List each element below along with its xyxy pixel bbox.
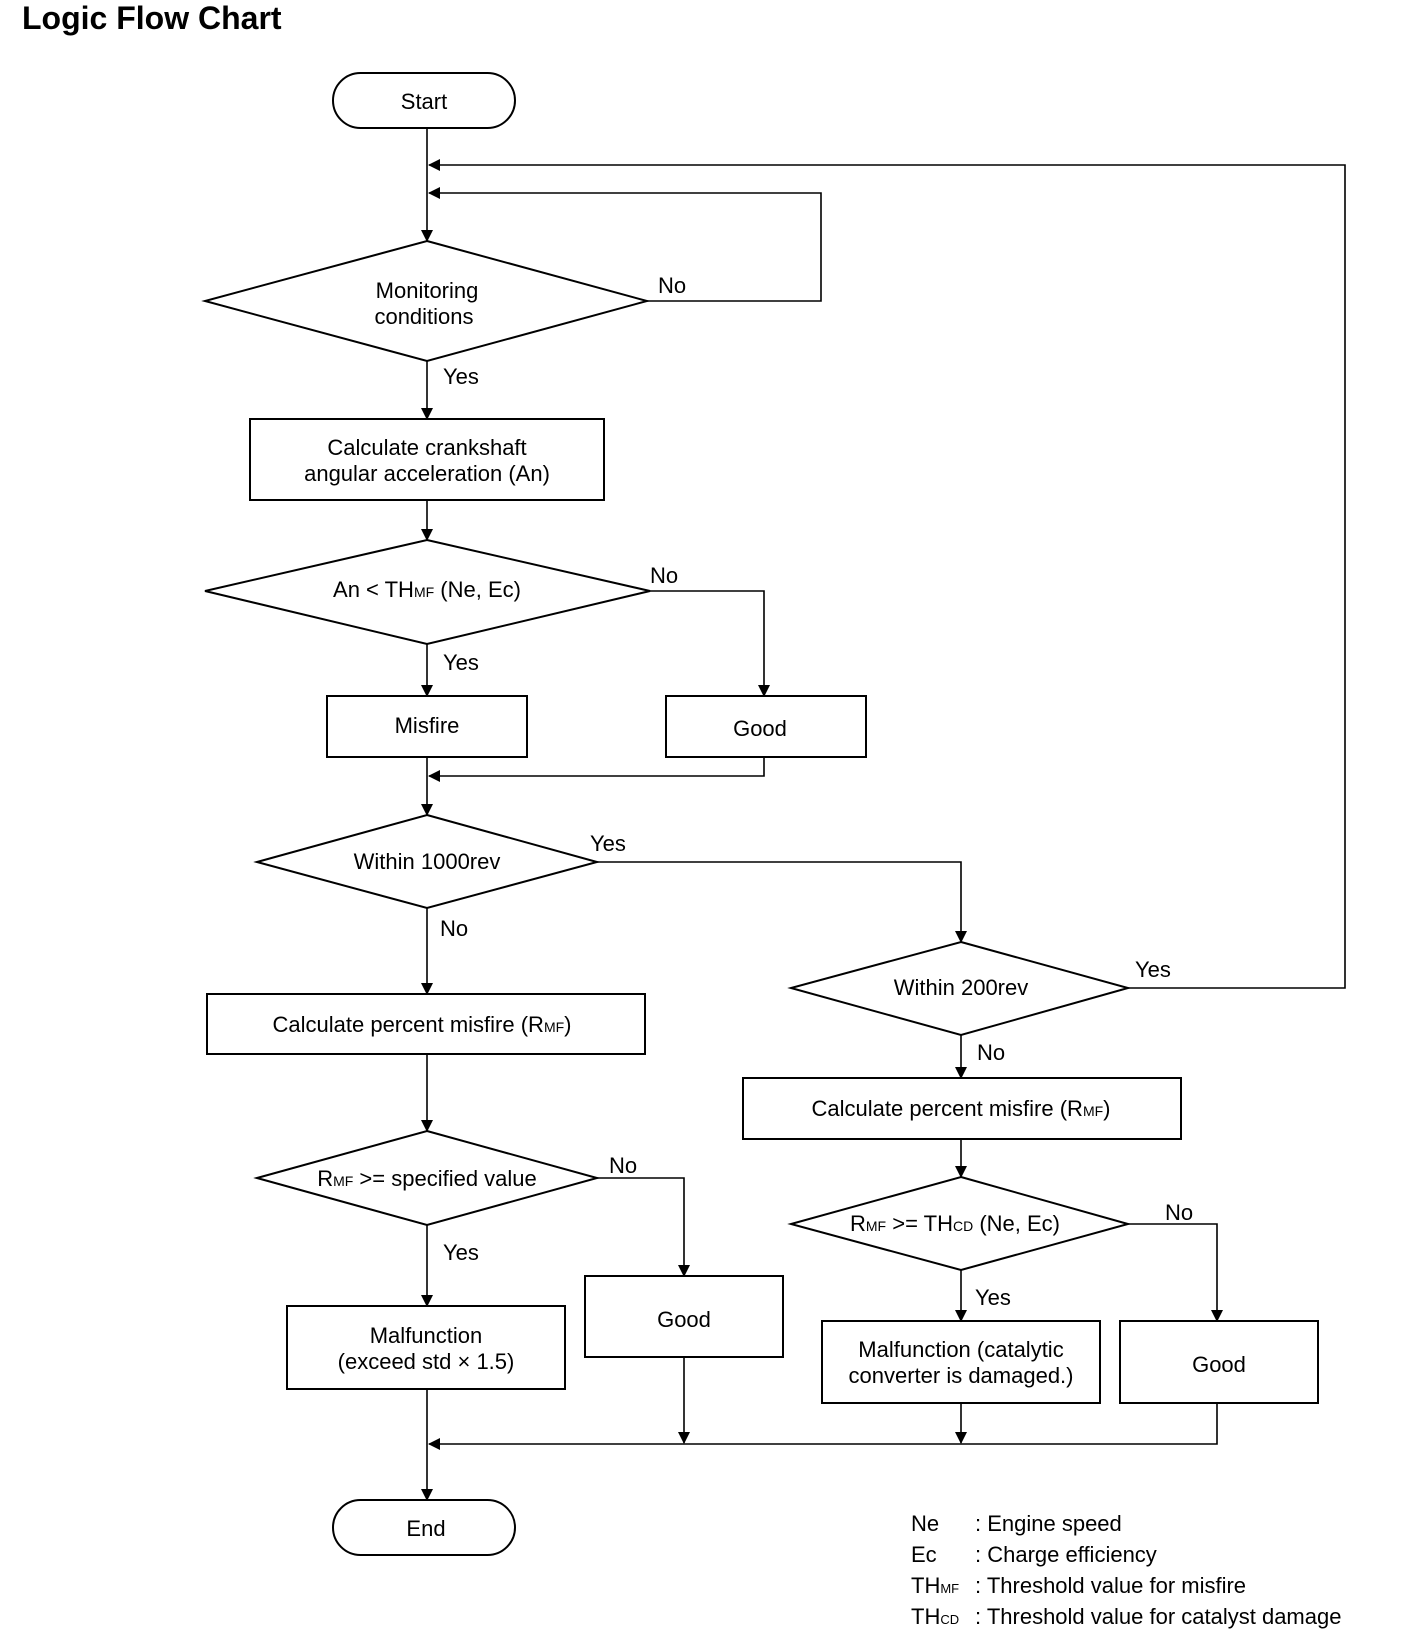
edge-good1-merge: [428, 757, 765, 782]
good-label-3: Good: [1192, 1352, 1246, 1377]
calc-acceleration-box: [249, 418, 605, 501]
edge-monitoring-no-loop: [428, 187, 822, 302]
legend-abbr-text: Ec: [911, 1542, 937, 1567]
edge-within1000-yes: [597, 861, 967, 943]
rmf-spec-text: >= specified value: [353, 1166, 536, 1191]
legend-row: THCD: Threshold value for catalyst damag…: [911, 1603, 1341, 1634]
rmf-thcd-r: R: [850, 1211, 866, 1236]
within-1000rev-decision: [253, 813, 601, 910]
rmf-specified-decision: [253, 1129, 601, 1227]
an-threshold-text: An < TH: [333, 577, 414, 602]
edge-good3-merge: [428, 1403, 1218, 1450]
legend-abbr: Ec: [911, 1541, 975, 1572]
rmf-spec-r: R: [317, 1166, 333, 1191]
legend-abbr-text: TH: [911, 1604, 941, 1629]
monitoring-label-line2: conditions: [374, 304, 473, 329]
legend-desc: : Charge efficiency: [975, 1542, 1157, 1567]
legend-desc: : Engine speed: [975, 1511, 1122, 1536]
edge-label-within200-yes: Yes: [1135, 957, 1171, 982]
calc-left-text: Calculate percent misfire (R: [273, 1012, 544, 1037]
an-threshold-sub: MF: [414, 584, 434, 600]
monitoring-label-line1: Monitoring: [376, 278, 479, 303]
good-box-2: [584, 1275, 784, 1358]
legend-abbr: Ne: [911, 1510, 975, 1541]
calc-percent-misfire-left-label: Calculate percent misfire (RMF): [273, 1012, 572, 1037]
legend-abbr-sub: MF: [940, 1581, 960, 1596]
legend-abbr-text: Ne: [911, 1511, 940, 1536]
malfunction-box-1: [286, 1305, 566, 1390]
legend-row: THMF: Threshold value for misfire: [911, 1572, 1341, 1603]
start-label: Start: [401, 89, 447, 114]
monitoring-decision: [201, 239, 651, 363]
rmf-thcd-sub: MF: [866, 1218, 886, 1234]
legend-desc: : Threshold value for catalyst damage: [975, 1604, 1342, 1629]
calc-right-sub: MF: [1083, 1103, 1103, 1119]
within-200rev-decision: [787, 940, 1132, 1037]
edge-label-monitoring-yes: Yes: [443, 364, 479, 389]
calc-right-close: ): [1103, 1096, 1110, 1121]
page-title: Logic Flow Chart: [22, 0, 282, 36]
good-label-1: Good: [733, 716, 787, 741]
end-terminal: [332, 1499, 516, 1556]
malfunction-2-line1: Malfunction (catalytic: [858, 1337, 1063, 1362]
calc-acceleration-line2: angular acceleration (An): [304, 461, 550, 486]
calc-right-text: Calculate percent misfire (R: [812, 1096, 1083, 1121]
misfire-label: Misfire: [395, 713, 460, 738]
legend: Ne : Engine speed Ec : Charge efficiency T…: [911, 1510, 1341, 1634]
start-terminal: [332, 72, 516, 129]
edge-label-within200-no: No: [977, 1040, 1005, 1065]
edge-label-an-no: No: [650, 563, 678, 588]
edge-within200-yes-loop: [428, 159, 1346, 989]
edge-label-within1000-yes: Yes: [590, 831, 626, 856]
malfunction-1-line1: Malfunction: [370, 1323, 483, 1348]
calc-percent-misfire-left-box: [206, 993, 646, 1055]
legend-abbr: THCD: [911, 1603, 975, 1634]
legend-row: Ne : Engine speed: [911, 1510, 1341, 1541]
rmf-thcd-sub2: CD: [953, 1218, 973, 1234]
calc-percent-misfire-right-label: Calculate percent misfire (RMF): [812, 1096, 1111, 1121]
calc-left-close: ): [564, 1012, 571, 1037]
rmf-thcd-label: RMF >= THCD (Ne, Ec): [850, 1211, 1060, 1236]
rmf-specified-label: RMF >= specified value: [317, 1166, 537, 1191]
edge-label-monitoring-no: No: [658, 273, 686, 298]
edge-rmfthcd-no: [1128, 1223, 1223, 1322]
legend-abbr-text: TH: [911, 1573, 941, 1598]
good-label-2: Good: [657, 1307, 711, 1332]
edge-label-rmfspec-no: No: [609, 1153, 637, 1178]
calc-left-sub: MF: [544, 1019, 564, 1035]
within-200rev-label: Within 200rev: [894, 975, 1029, 1000]
edge-label-rmfspec-yes: Yes: [443, 1240, 479, 1265]
an-threshold-decision: [204, 538, 651, 646]
legend-abbr: THMF: [911, 1572, 975, 1603]
calc-acceleration-line1: Calculate crankshaft: [327, 435, 526, 460]
edge-label-an-yes: Yes: [443, 650, 479, 675]
connectors: [421, 128, 1346, 1501]
malfunction-1-line2: (exceed std × 1.5): [338, 1349, 515, 1374]
misfire-box: [326, 695, 528, 758]
edge-an-no: [650, 590, 770, 697]
end-label: End: [406, 1516, 445, 1541]
rmf-spec-sub: MF: [333, 1173, 353, 1189]
good-box-3: [1119, 1320, 1319, 1404]
edge-label-rmfthcd-no: No: [1165, 1200, 1193, 1225]
rmf-thcd-decision: [787, 1175, 1132, 1272]
edge-label-within1000-no: No: [440, 916, 468, 941]
an-threshold-label: An < THMF (Ne, Ec): [333, 577, 521, 602]
edge-label-rmfthcd-yes: Yes: [975, 1285, 1011, 1310]
within-1000rev-label: Within 1000rev: [354, 849, 501, 874]
malfunction-box-2: [821, 1320, 1101, 1404]
legend-row: Ec : Charge efficiency: [911, 1541, 1341, 1572]
rmf-thcd-params: (Ne, Ec): [973, 1211, 1060, 1236]
an-threshold-params: (Ne, Ec): [434, 577, 521, 602]
malfunction-2-line2: converter is damaged.): [849, 1363, 1074, 1388]
good-box-1: [665, 695, 867, 758]
edge-rmfspec-no: [597, 1177, 690, 1277]
legend-abbr-sub: CD: [940, 1612, 960, 1627]
calc-percent-misfire-right-box: [742, 1077, 1182, 1140]
legend-desc: : Threshold value for misfire: [975, 1573, 1247, 1598]
rmf-thcd-text: >= TH: [886, 1211, 953, 1236]
